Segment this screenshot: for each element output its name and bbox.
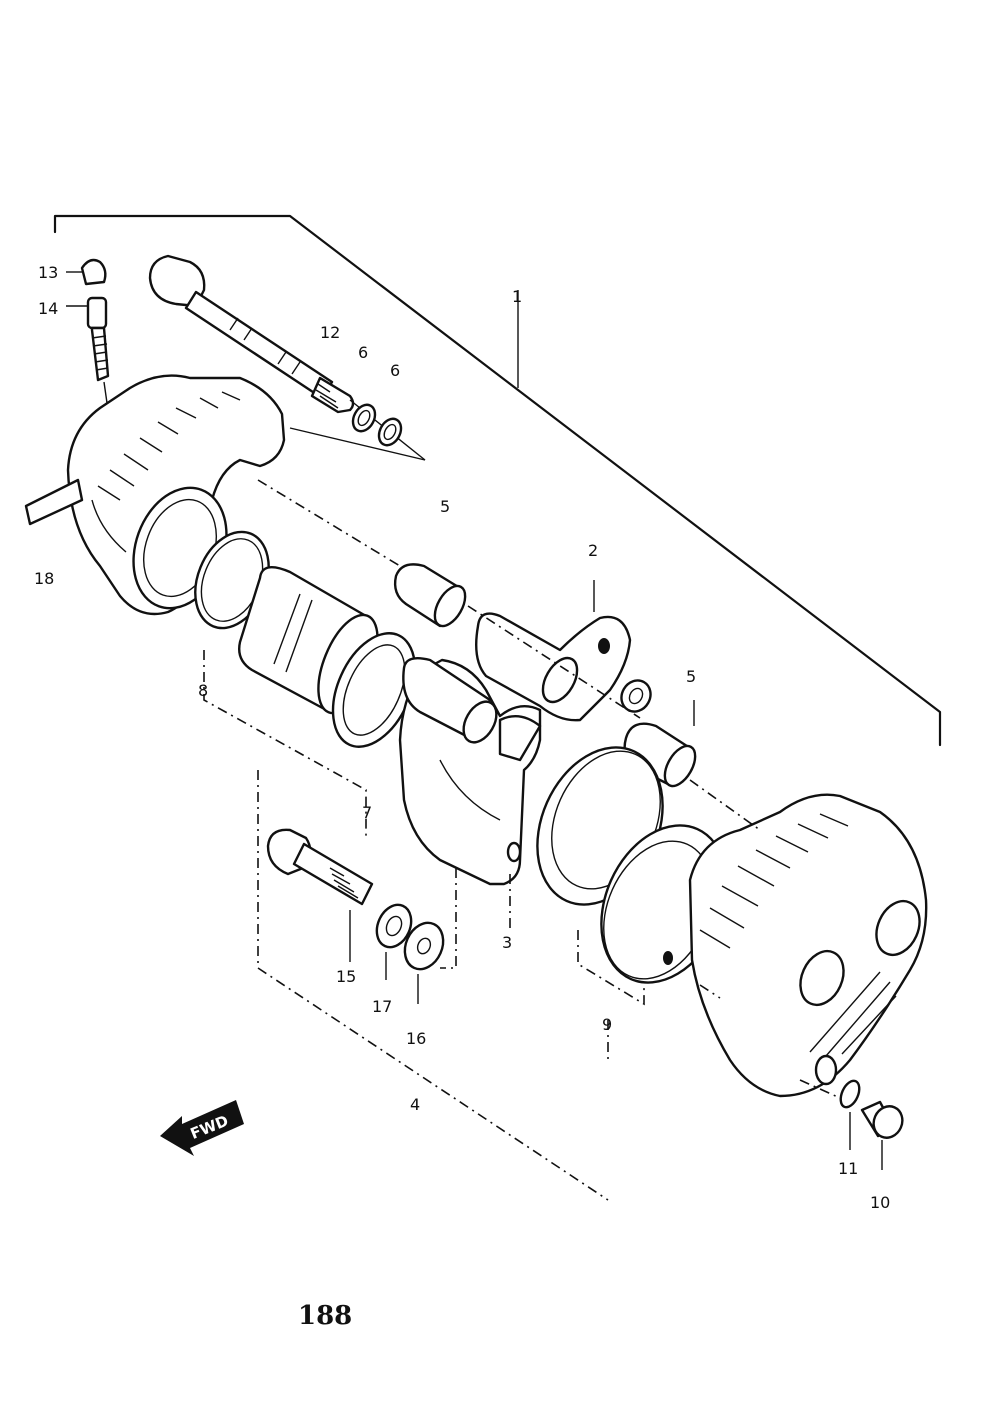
callout-8: 8 xyxy=(198,681,208,700)
callout-5-a: 5 xyxy=(440,497,450,516)
callout-6-a: 6 xyxy=(358,343,368,362)
callout-16: 16 xyxy=(406,1029,426,1048)
o-ring-6-a xyxy=(351,403,377,433)
bolt-15 xyxy=(266,828,374,962)
spacer-sleeve-5a xyxy=(393,563,467,628)
o-ring-6-b xyxy=(377,417,403,447)
callout-15: 15 xyxy=(336,967,356,986)
callout-labels: 1 2 3 4 5 5 6 6 7 8 9 10 11 12 13 14 15 … xyxy=(34,263,890,1212)
page-number: 188 xyxy=(298,1301,352,1331)
callout-13: 13 xyxy=(38,263,58,282)
callout-6-b: 6 xyxy=(390,361,400,380)
screw-10 xyxy=(860,1100,904,1170)
pad-support-2 xyxy=(475,580,632,722)
callout-17: 17 xyxy=(372,997,392,1016)
caliper-holder-3 xyxy=(398,657,542,886)
bushing xyxy=(620,679,652,713)
callout-1: 1 xyxy=(512,287,522,306)
callout-11: 11 xyxy=(838,1159,858,1178)
callout-3: 3 xyxy=(502,933,512,952)
callout-18: 18 xyxy=(34,569,54,588)
callout-2: 2 xyxy=(588,541,598,560)
forward-direction-arrow: FWD xyxy=(160,1100,244,1156)
bleeder-screw-14 xyxy=(66,296,110,411)
washer-17 xyxy=(375,903,413,980)
callout-4: 4 xyxy=(410,1095,420,1114)
assembly-bracket-1 xyxy=(53,214,942,747)
callout-9: 9 xyxy=(602,1015,612,1034)
washer-11 xyxy=(839,1079,861,1150)
callout-7: 7 xyxy=(362,803,372,822)
callout-12: 12 xyxy=(320,323,340,342)
callout-10: 10 xyxy=(870,1193,890,1212)
callout-5-b: 5 xyxy=(686,667,696,686)
assembly-lines xyxy=(203,479,841,1201)
bleeder-cap-13 xyxy=(66,258,107,286)
caliper-housing-outer xyxy=(688,793,928,1098)
washer-16 xyxy=(403,921,445,1004)
callout-14: 14 xyxy=(38,299,58,318)
